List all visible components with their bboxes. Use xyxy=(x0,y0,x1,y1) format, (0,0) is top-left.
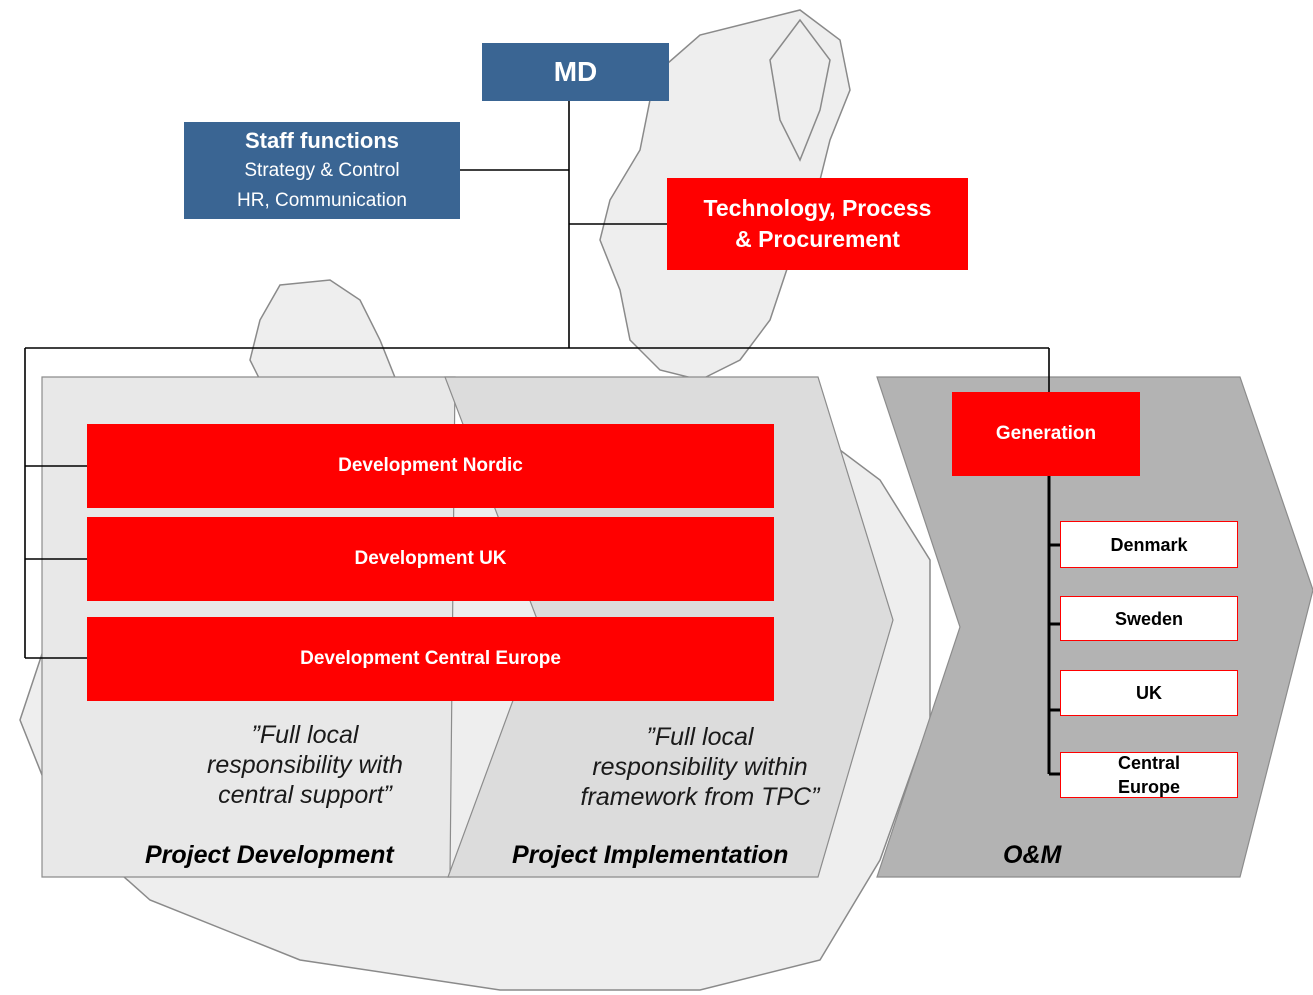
country-sweden-box: Sweden xyxy=(1060,596,1238,641)
quote-development-line3: central support” xyxy=(218,781,392,809)
quote-project-implementation: ”Full local responsibility within framew… xyxy=(545,722,855,812)
tpp-line1: Technology, Process xyxy=(703,195,932,221)
country-central-europe-line1: Central xyxy=(1117,753,1180,773)
development-uk-label: Development UK xyxy=(354,548,507,569)
quote-development-line2: responsibility with xyxy=(207,751,403,779)
country-denmark-box: Denmark xyxy=(1060,521,1238,568)
staff-functions-title: Staff functions xyxy=(245,127,399,153)
md-label: MD xyxy=(553,56,598,87)
phase-label-project-implementation: Project Implementation xyxy=(512,841,789,869)
country-uk-label: UK xyxy=(1136,683,1162,703)
development-uk-box: Development UK xyxy=(87,517,774,601)
quote-implementation-line3: framework from TPC” xyxy=(580,783,820,811)
tpp-line2: & Procurement xyxy=(735,226,900,252)
development-nordic-box: Development Nordic xyxy=(87,424,774,508)
development-central-europe-label: Development Central Europe xyxy=(300,648,561,669)
country-central-europe-box: Central Europe xyxy=(1060,752,1238,798)
country-uk-box: UK xyxy=(1060,670,1238,716)
quote-development-line1: ”Full local xyxy=(251,721,359,749)
phase-label-om: O&M xyxy=(1003,841,1062,869)
generation-label: Generation xyxy=(995,423,1097,444)
staff-functions-line2: HR, Communication xyxy=(237,189,407,211)
finland-shape xyxy=(769,18,831,162)
generation-box: Generation xyxy=(952,392,1140,476)
staff-functions-box: Staff functions Strategy & Control HR, C… xyxy=(184,122,460,219)
quote-implementation-line1: ”Full local xyxy=(646,723,754,751)
country-sweden-label: Sweden xyxy=(1114,608,1184,629)
development-nordic-label: Development Nordic xyxy=(338,455,523,476)
quote-project-development: ”Full local responsibility with central … xyxy=(160,720,450,810)
tpp-box: Technology, Process & Procurement xyxy=(667,178,968,270)
quote-implementation-line2: responsibility within xyxy=(592,753,808,781)
staff-functions-line1: Strategy & Control xyxy=(244,159,400,181)
country-central-europe-line2: Europe xyxy=(1117,777,1180,797)
phase-label-project-development: Project Development xyxy=(145,841,394,869)
country-denmark-label: Denmark xyxy=(1110,534,1188,555)
development-central-europe-box: Development Central Europe xyxy=(87,617,774,701)
md-box: MD xyxy=(482,43,669,101)
